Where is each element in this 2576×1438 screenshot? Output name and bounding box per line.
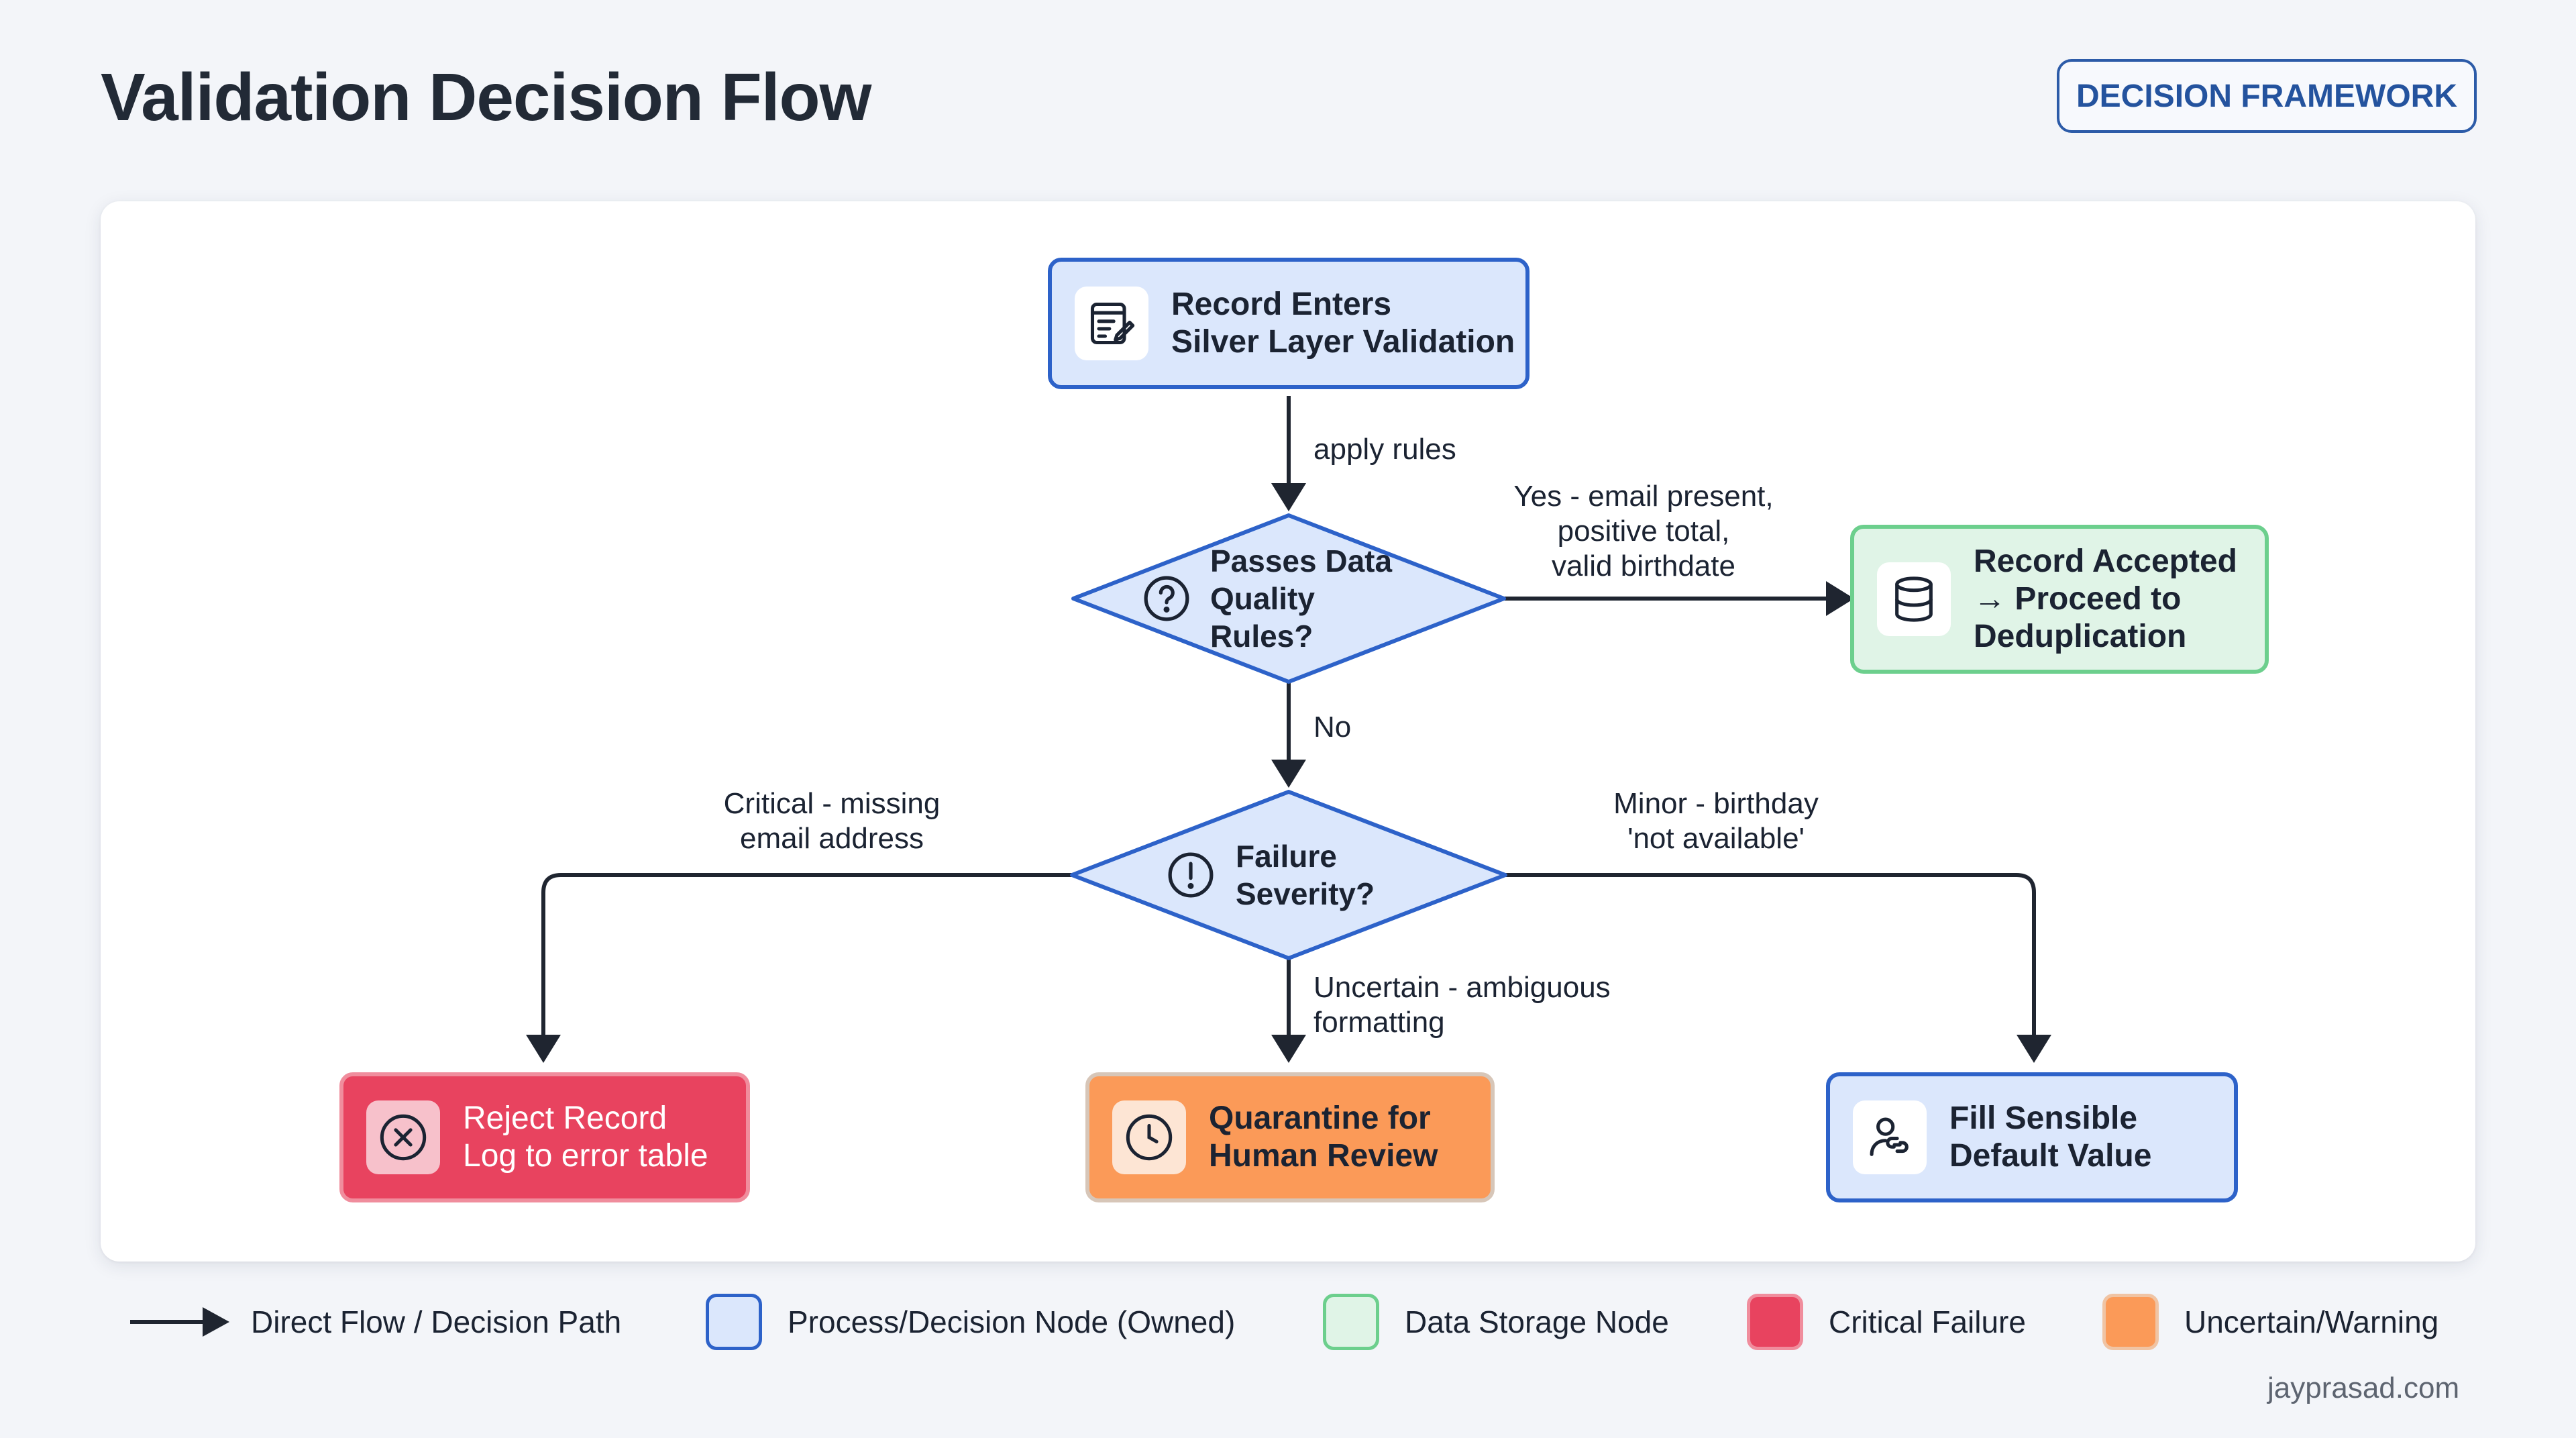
arrowhead-severity <box>1271 760 1306 788</box>
legend-critical: Critical Failure <box>1747 1294 2026 1350</box>
node-reject: Reject Record Log to error table <box>339 1072 750 1202</box>
edge-critical-line1: Critical - missing <box>723 787 941 820</box>
legend-critical-label: Critical Failure <box>1829 1304 2026 1339</box>
legend-arrow-icon <box>129 1302 231 1342</box>
node-start-line1: Record Enters <box>1171 287 1392 322</box>
node-default-line1: Fill Sensible <box>1949 1100 2138 1136</box>
legend-flow: Direct Flow / Decision Path <box>129 1295 621 1349</box>
arrow-severity-to-reject <box>541 873 1072 1048</box>
edge-label-no: No <box>1313 711 1352 743</box>
arrow-severity-to-default <box>1505 873 2036 1048</box>
legend-flow-label: Direct Flow / Decision Path <box>251 1304 622 1339</box>
edge-label-minor: Minor - birthday 'not available' <box>1589 786 1843 856</box>
node-quality-line2: Quality Rules? <box>1210 581 1315 654</box>
node-default-line2: Default Value <box>1949 1138 2152 1174</box>
node-start-line2: Silver Layer Validation <box>1171 324 1515 360</box>
node-quarantine: Quarantine for Human Review <box>1085 1072 1495 1202</box>
legend-process-label: Process/Decision Node (Owned) <box>788 1304 1236 1339</box>
node-severity-line2: Severity? <box>1236 876 1375 911</box>
diamond-quality-check <box>1071 513 1506 684</box>
edge-label-apply-rules: apply rules <box>1313 433 1456 466</box>
arrowhead-quality <box>1271 483 1306 511</box>
edge-uncertain-line2: formatting <box>1313 1006 1445 1039</box>
diamond-severity <box>1070 790 1507 960</box>
node-quarantine-line2: Human Review <box>1209 1138 1438 1174</box>
x-circle-icon <box>366 1100 440 1174</box>
edge-minor-line1: Minor - birthday <box>1613 787 1819 820</box>
node-quality-line1: Passes Data <box>1210 544 1393 578</box>
arrowhead-accepted <box>1826 581 1854 616</box>
edge-minor-line2: 'not available' <box>1627 822 1805 855</box>
legend-storage: Data Storage Node <box>1323 1294 1669 1350</box>
node-accepted-line3: Deduplication <box>1974 619 2187 654</box>
database-icon <box>1877 562 1951 636</box>
legend-storage-swatch <box>1323 1294 1379 1350</box>
legend-critical-swatch <box>1747 1294 1803 1350</box>
edge-critical-line2: email address <box>740 822 924 855</box>
exclamation-icon <box>1166 850 1216 900</box>
legend-process: Process/Decision Node (Owned) <box>706 1294 1236 1350</box>
node-start: Record Enters Silver Layer Validation <box>1048 258 1529 389</box>
edge-yes-line3: valid birthdate <box>1552 550 1735 582</box>
flow-connectors <box>526 396 2051 1063</box>
arrowhead-default <box>2017 1035 2051 1063</box>
node-reject-line2: Log to error table <box>463 1138 708 1174</box>
node-accepted-line2: → Proceed to <box>1974 581 2182 617</box>
form-edit-icon <box>1075 287 1148 360</box>
node-fill-default: Fill Sensible Default Value <box>1826 1072 2238 1202</box>
legend-warning: Uncertain/Warning <box>2102 1294 2439 1350</box>
clock-icon <box>1112 1100 1186 1174</box>
node-accepted-line1: Record Accepted <box>1974 544 2237 579</box>
legend-warning-swatch <box>2102 1294 2159 1350</box>
edge-uncertain-line1: Uncertain - ambiguous <box>1313 971 1611 1004</box>
edge-label-yes: Yes - email present, positive total, val… <box>1503 479 1784 584</box>
node-reject-line1: Reject Record <box>463 1100 667 1136</box>
legend-storage-label: Data Storage Node <box>1405 1304 1669 1339</box>
node-severity-line1: Failure <box>1236 839 1337 874</box>
question-icon <box>1142 574 1191 623</box>
footer-credit: jayprasad.com <box>2267 1372 2460 1404</box>
arrowhead-quarantine <box>1271 1035 1306 1063</box>
edge-yes-line2: positive total, <box>1557 515 1730 548</box>
legend-warning-label: Uncertain/Warning <box>2184 1304 2439 1339</box>
edge-label-critical: Critical - missing email address <box>704 786 959 856</box>
edge-label-uncertain: Uncertain - ambiguous formatting <box>1313 970 1611 1040</box>
framework-badge: DECISION FRAMEWORK <box>2057 59 2477 133</box>
node-accepted: Record Accepted → Proceed to Deduplicati… <box>1850 525 2269 674</box>
node-quarantine-line1: Quarantine for <box>1209 1100 1431 1136</box>
node-severity: Failure Severity? <box>1166 833 1407 917</box>
page-title: Validation Decision Flow <box>101 60 871 135</box>
diagram-canvas: Record Enters Silver Layer Validation Pa… <box>101 201 2475 1262</box>
arrowhead-reject <box>526 1035 561 1063</box>
edge-yes-line1: Yes - email present, <box>1513 480 1774 513</box>
user-link-icon <box>1853 1100 1927 1174</box>
legend-process-swatch <box>706 1294 762 1350</box>
node-quality-check: Passes Data Quality Rules? <box>1142 544 1424 654</box>
